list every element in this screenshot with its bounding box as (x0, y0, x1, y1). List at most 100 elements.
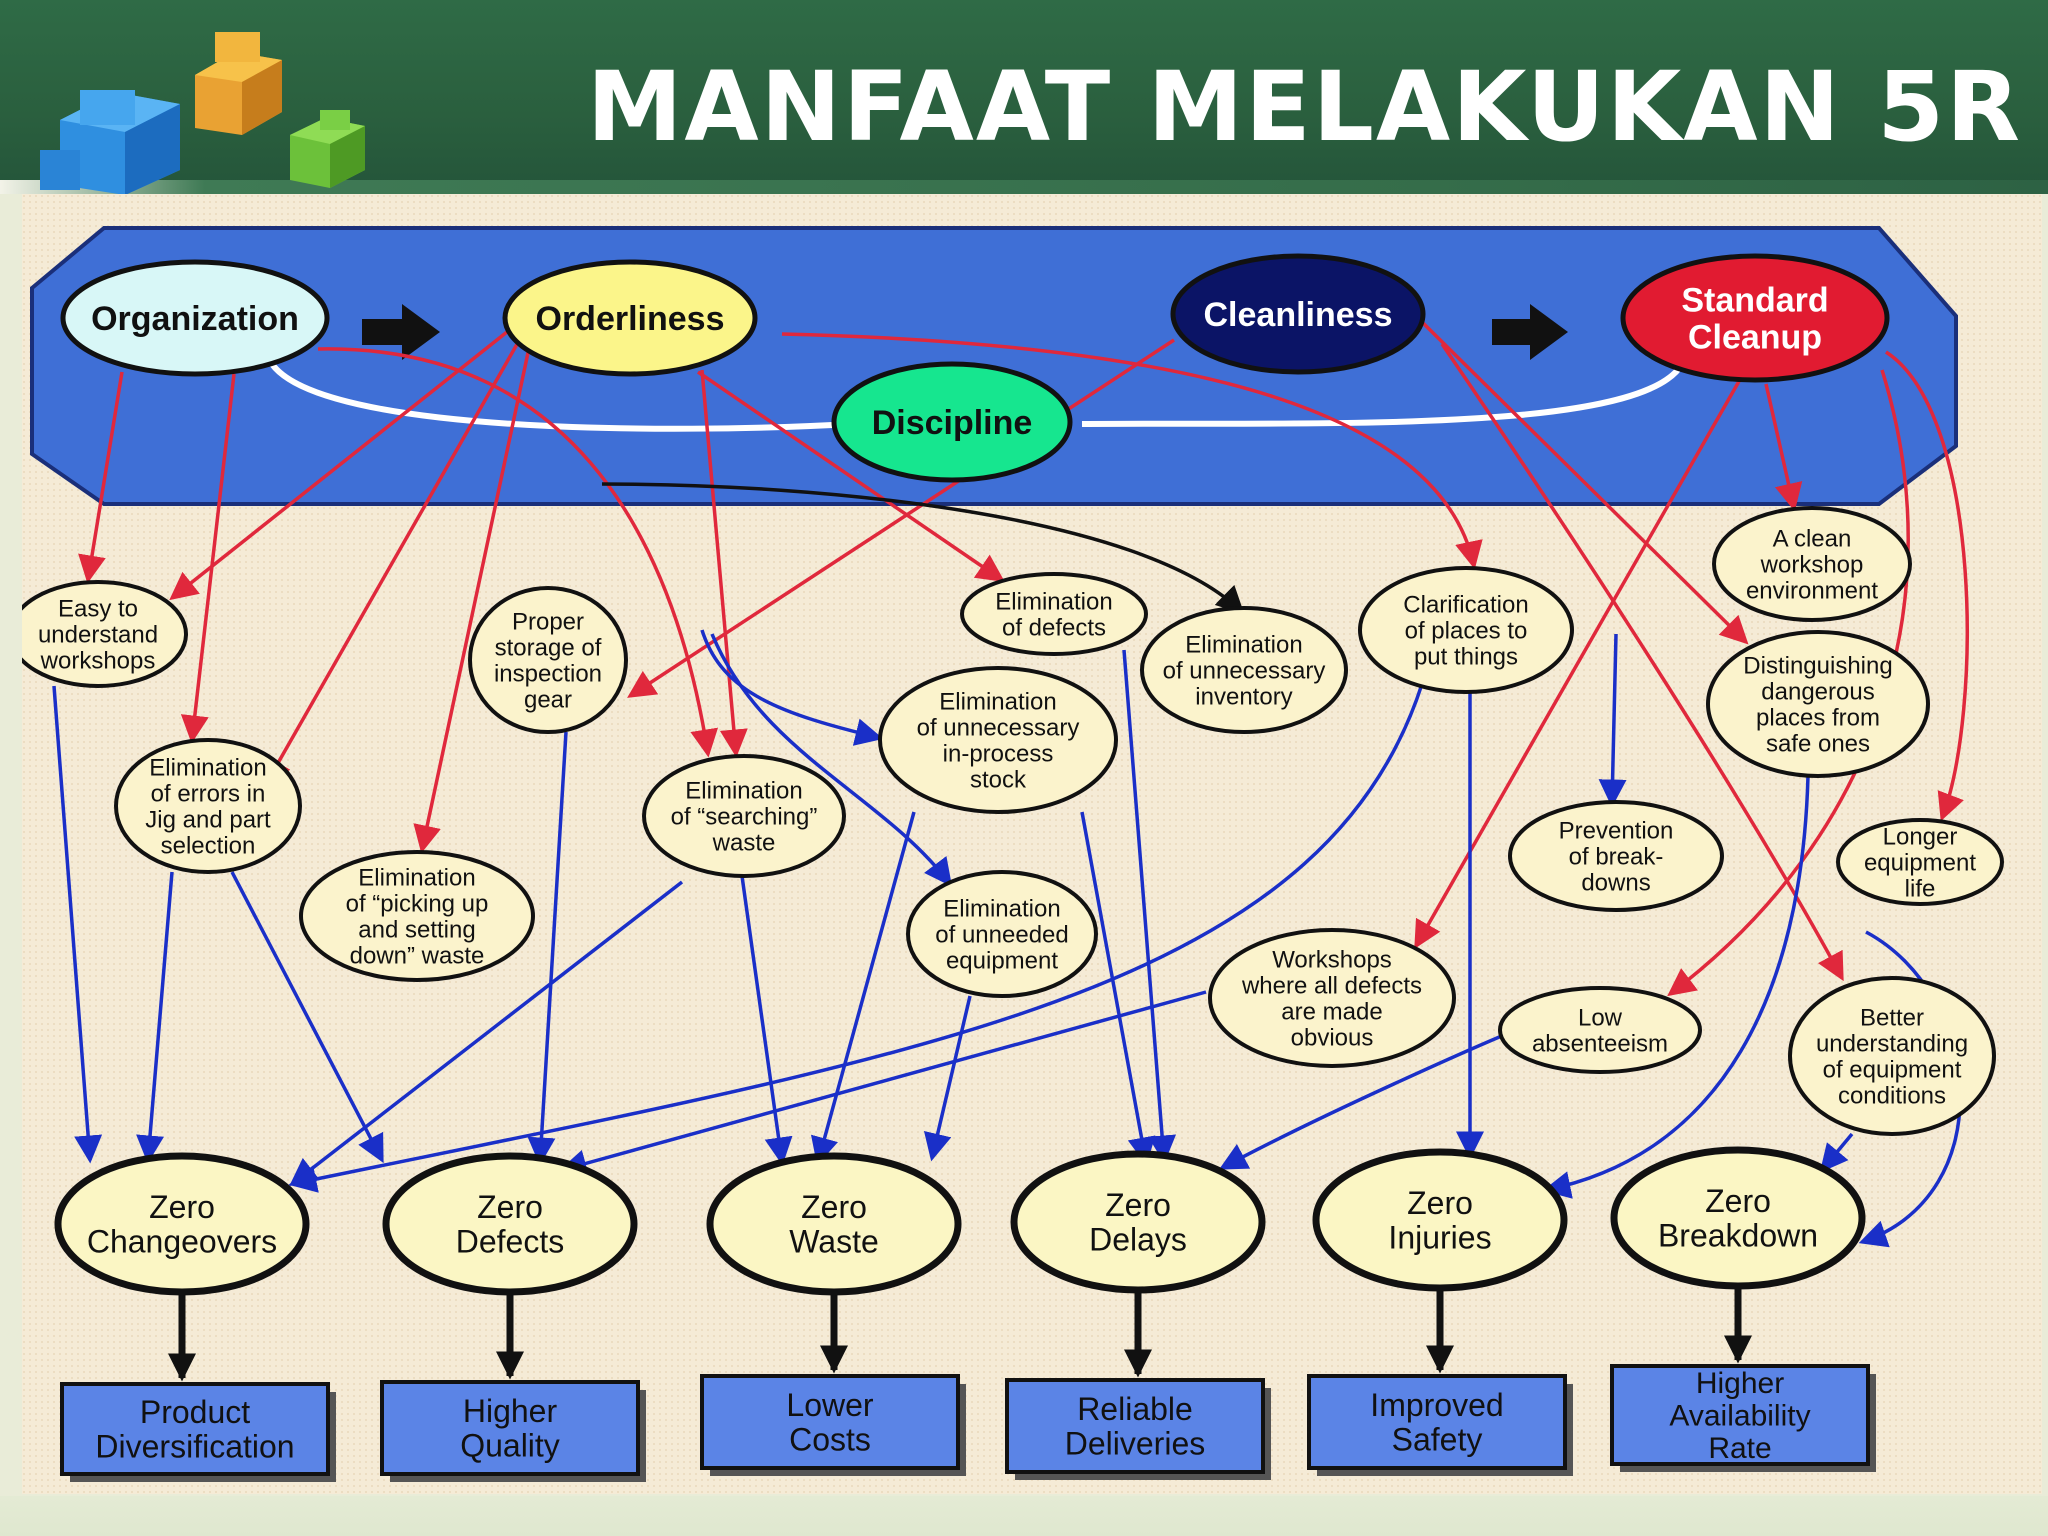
inventory-ellipse (1140, 606, 1348, 734)
blue-arrow (1819, 1132, 1854, 1173)
longer-label: Longer (1883, 823, 1958, 850)
result-rect (700, 1374, 960, 1470)
better-ellipse (1788, 976, 1996, 1136)
blue-arrow (52, 685, 103, 1164)
blue-arrow (558, 990, 1207, 1177)
workshops-defects-ellipse (1208, 928, 1456, 1068)
result-1-label: Product (140, 1394, 250, 1430)
picking-ellipse (299, 850, 535, 982)
workshops-defects-label: obvious (1291, 1024, 1374, 1051)
connection-arrows (52, 320, 1969, 1382)
unneeded-ellipse (906, 870, 1098, 998)
defects-elim-ellipse (960, 572, 1148, 656)
storage-label: gear (524, 686, 572, 713)
result-rect (60, 1382, 330, 1476)
result-1-label: Diversification (95, 1428, 294, 1464)
organization-label: Organization (91, 300, 299, 338)
organization-ellipse (60, 259, 330, 377)
footer-band (0, 1496, 2048, 1536)
z4-ellipse (1010, 1150, 1266, 1294)
searching-label: of “searching” (671, 803, 818, 830)
black-arrow (601, 482, 1245, 615)
cleanliness-ellipse (1170, 253, 1426, 375)
red-arrow (1764, 383, 1803, 512)
pillar-right-arrow-icon (362, 304, 440, 360)
wip-ellipse (878, 666, 1118, 814)
storage-ellipse (468, 586, 628, 734)
clean-ws-label: workshop (1760, 551, 1864, 578)
easy-label: understand (38, 621, 158, 648)
storage-label: Proper (512, 609, 584, 636)
unneeded-label: Elimination (943, 895, 1060, 922)
standard-ellipse (1620, 253, 1890, 383)
searching-ellipse (642, 754, 846, 878)
discipline-ellipse (831, 361, 1073, 483)
red-arrow (781, 332, 1483, 570)
better-label: of equipment (1823, 1056, 1962, 1083)
result-6-label: Availability (1669, 1400, 1810, 1433)
picking-label: of “picking up (346, 890, 489, 917)
pillar-right-arrow-icon (1492, 304, 1568, 360)
title-bar-shadow (0, 180, 2048, 194)
searching-label: Elimination (685, 777, 802, 804)
blue-arrow (740, 875, 793, 1166)
result-3-label: Costs (789, 1421, 871, 1457)
standard-label: Standard (1681, 282, 1828, 320)
result-5-label: Improved (1370, 1387, 1503, 1423)
searching-label: waste (712, 829, 776, 856)
blue-arrow (1122, 649, 1177, 1164)
green-cube-icon (290, 110, 365, 188)
result-2-label: Higher (463, 1393, 558, 1429)
result-4-label: Deliveries (1065, 1425, 1205, 1461)
wip-label: of unnecessary (917, 714, 1080, 741)
clarification-label: Clarification (1403, 591, 1528, 618)
z3-label: Waste (789, 1223, 879, 1259)
wip-label: Elimination (939, 689, 1056, 716)
cleanliness-node: Cleanliness (1170, 253, 1426, 375)
discipline-node: Discipline (831, 361, 1073, 483)
prevention-label: Prevention (1559, 817, 1674, 844)
result-rect (1610, 1364, 1870, 1466)
z5-label: Injuries (1388, 1219, 1491, 1255)
defects-elim-label: Elimination (995, 588, 1112, 615)
picking-label: and setting (358, 916, 475, 943)
z4-label: Zero (1105, 1187, 1171, 1223)
z2-label: Zero (477, 1189, 543, 1225)
red-arrow (169, 326, 514, 601)
wip-label: stock (970, 766, 1027, 793)
defects-elim-label: of defects (1002, 614, 1106, 641)
blue-arrow (1542, 775, 1810, 1199)
distinguishing-ellipse (1706, 630, 1930, 778)
storage-label: inspection (494, 660, 602, 687)
z2-label: Defects (456, 1223, 564, 1259)
blue-arrow (289, 880, 684, 1187)
organization-node: Organization (60, 259, 330, 377)
absenteeism-ellipse (1498, 986, 1702, 1074)
picking-label: down” waste (350, 942, 485, 969)
result-rect (1307, 1374, 1567, 1470)
distinguishing-label: dangerous (1761, 678, 1874, 705)
blue-arrow (700, 629, 884, 746)
red-arrow (1420, 320, 1749, 645)
clarification-ellipse (1358, 566, 1574, 694)
z2-ellipse (382, 1152, 638, 1296)
easy-label: workshops (40, 647, 156, 674)
result-5-label: Safety (1392, 1421, 1483, 1457)
longer-ellipse (1836, 818, 2004, 906)
blue-cube-icon (40, 90, 180, 195)
